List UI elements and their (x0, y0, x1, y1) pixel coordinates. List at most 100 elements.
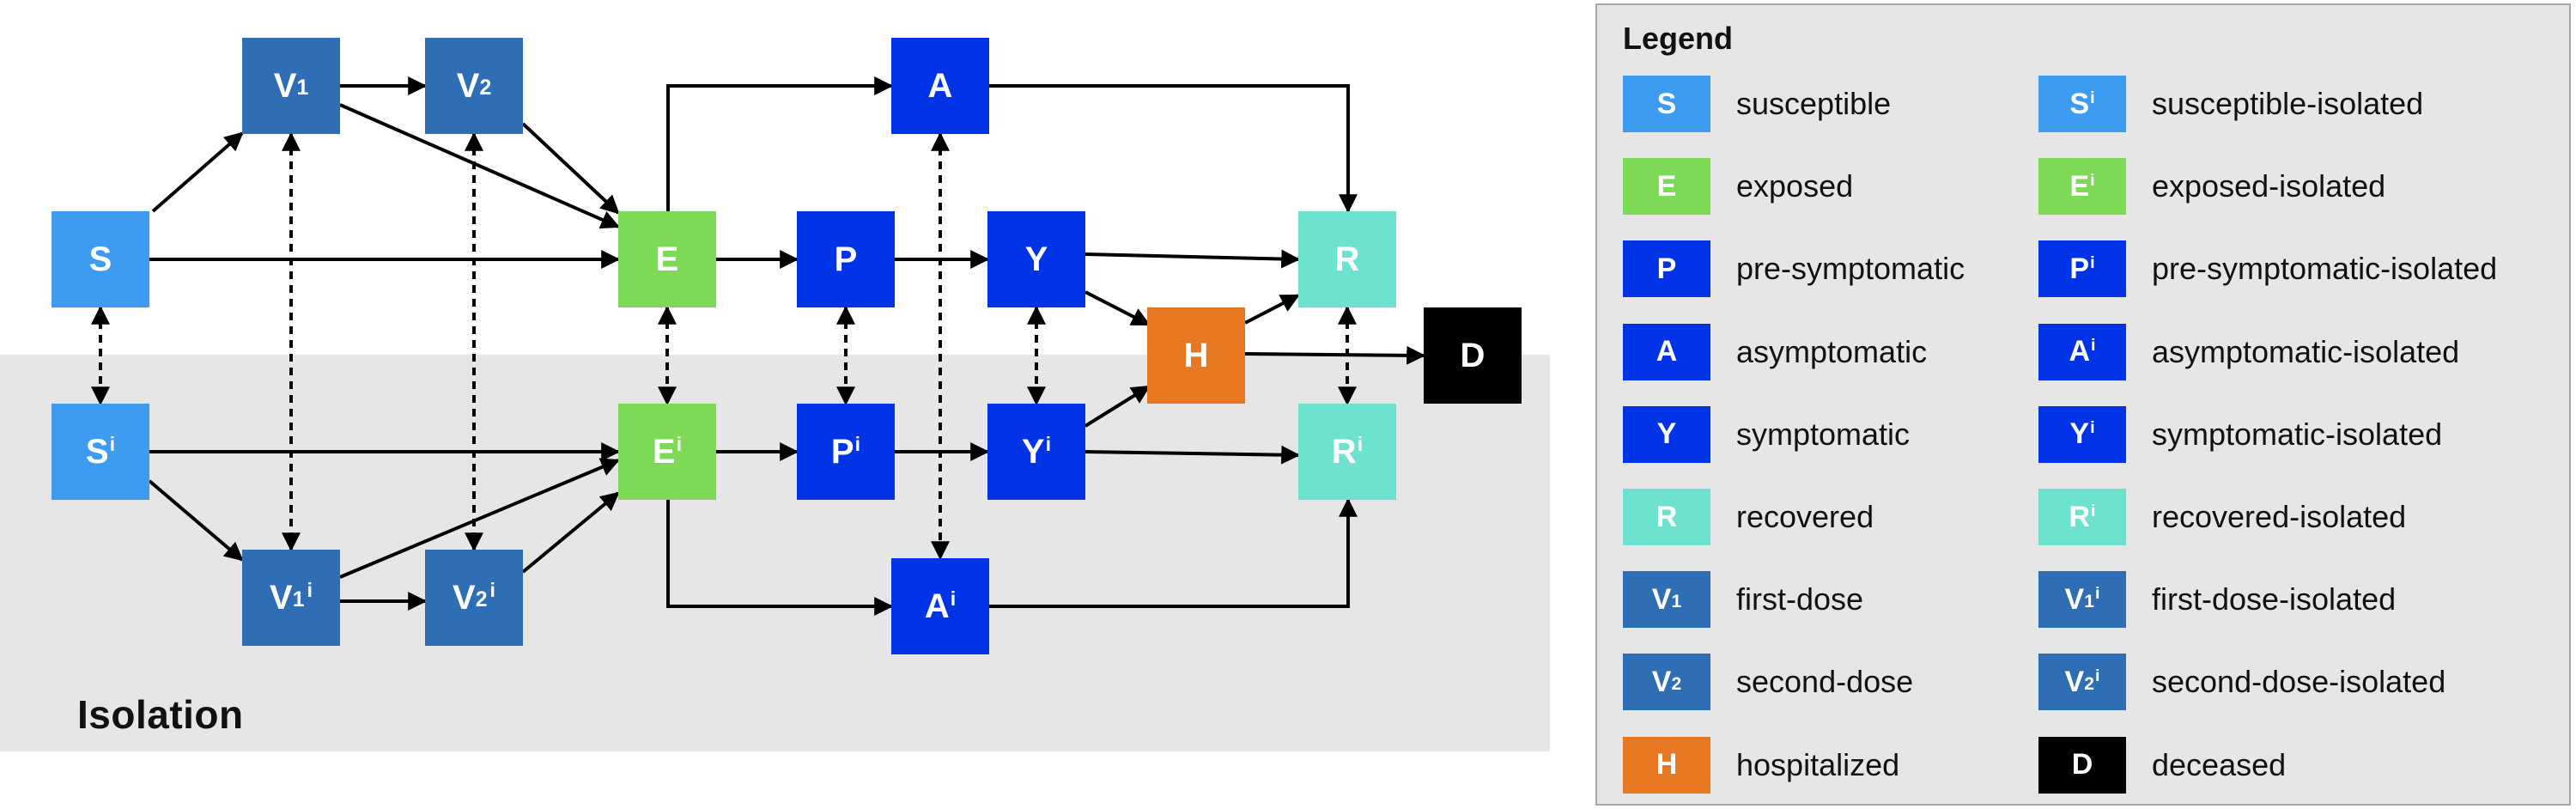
legend-label: first-dose (1736, 581, 1864, 617)
node-letter: A (927, 66, 953, 105)
transition-arrow-v2-e (521, 122, 620, 215)
node-subscript: 1 (2084, 591, 2094, 611)
node-letter: A (2069, 335, 2091, 368)
legend-label: asymptomatic (1736, 333, 1928, 369)
legend-label: exposed-isolated (2152, 168, 2386, 204)
node-letter: V (1651, 582, 1672, 616)
legend-label: exposed (1736, 168, 1854, 204)
isolated-marker: i (109, 433, 116, 456)
transition-arrow-ei-ai (666, 500, 894, 616)
transition-arrow-h-d (1244, 345, 1426, 365)
legend-swatch-d: D (2038, 736, 2126, 794)
node-letter: A (924, 587, 950, 625)
node-letter: R (1331, 432, 1357, 471)
isolated-marker: i (1357, 433, 1364, 456)
node-letter: E (652, 432, 676, 471)
node-s: S (52, 211, 149, 307)
isolated-marker: i (2094, 583, 2100, 603)
node-letter: P (1656, 252, 1677, 285)
transition-arrow-s-v1 (151, 131, 244, 213)
legend-label: susceptible-isolated (2152, 86, 2424, 121)
node-subscript: 2 (475, 587, 488, 611)
legend-swatch-e: E (1623, 158, 1710, 216)
node-subscript: 2 (479, 76, 492, 100)
node-letter: Y (1656, 417, 1677, 451)
legend-label: hospitalized (1736, 746, 1900, 782)
transition-arrow-a-r (989, 84, 1358, 214)
node-letter: H (1183, 336, 1209, 374)
node-letter: V (273, 66, 297, 105)
legend-swatch-h: H (1623, 736, 1710, 794)
node-a: A (891, 38, 989, 134)
legend-label: second-dose-isolated (2152, 664, 2446, 700)
transition-arrow-y-h (1084, 290, 1151, 326)
node-letter: V (270, 578, 293, 617)
legend-swatch-p: P (1623, 240, 1710, 298)
transition-arrow-y-r (1084, 249, 1301, 269)
legend-title: Legend (1623, 21, 1734, 56)
node-letter: S (1656, 87, 1677, 120)
node-letter: V (2064, 665, 2085, 698)
node-letter: D (1460, 336, 1485, 374)
legend-swatch-r: R (1623, 489, 1710, 545)
isolated-marker: i (2091, 336, 2096, 356)
node-letter: S (88, 240, 112, 278)
isolated-marker: i (2094, 666, 2100, 685)
node-letter: S (2069, 87, 2090, 120)
node-e: E (618, 211, 716, 307)
node-letter: Y (1021, 432, 1045, 471)
isolation-label: Isolation (77, 692, 244, 737)
node-letter: A (1656, 335, 1678, 368)
legend-label: asymptomatic-isolated (2152, 333, 2460, 369)
node-r: R (1298, 211, 1396, 307)
node-letter: R (2069, 500, 2091, 533)
node-subscript: 1 (292, 587, 305, 611)
isolated-marker: i (2090, 88, 2095, 107)
node-letter: E (655, 240, 679, 278)
transition-arrow-yi-ri (1084, 445, 1301, 465)
node-letter: V (1651, 665, 1672, 698)
transition-arrow-yi-h (1084, 385, 1151, 428)
legend-label: susceptible (1736, 86, 1892, 121)
node-h: H (1147, 307, 1245, 404)
transition-arrow-h-r (1244, 294, 1300, 325)
node-subscript: 1 (296, 76, 309, 100)
legend-label: symptomatic-isolated (2152, 416, 2443, 452)
node-letter: V (453, 578, 476, 617)
isolated-marker: i (2090, 253, 2095, 272)
isolated-marker: i (2090, 170, 2095, 190)
isolated-marker: i (2091, 501, 2096, 520)
isolated-marker: i (676, 433, 683, 456)
node-letter: H (1656, 748, 1678, 782)
legend-label: first-dose-isolated (2152, 581, 2397, 617)
